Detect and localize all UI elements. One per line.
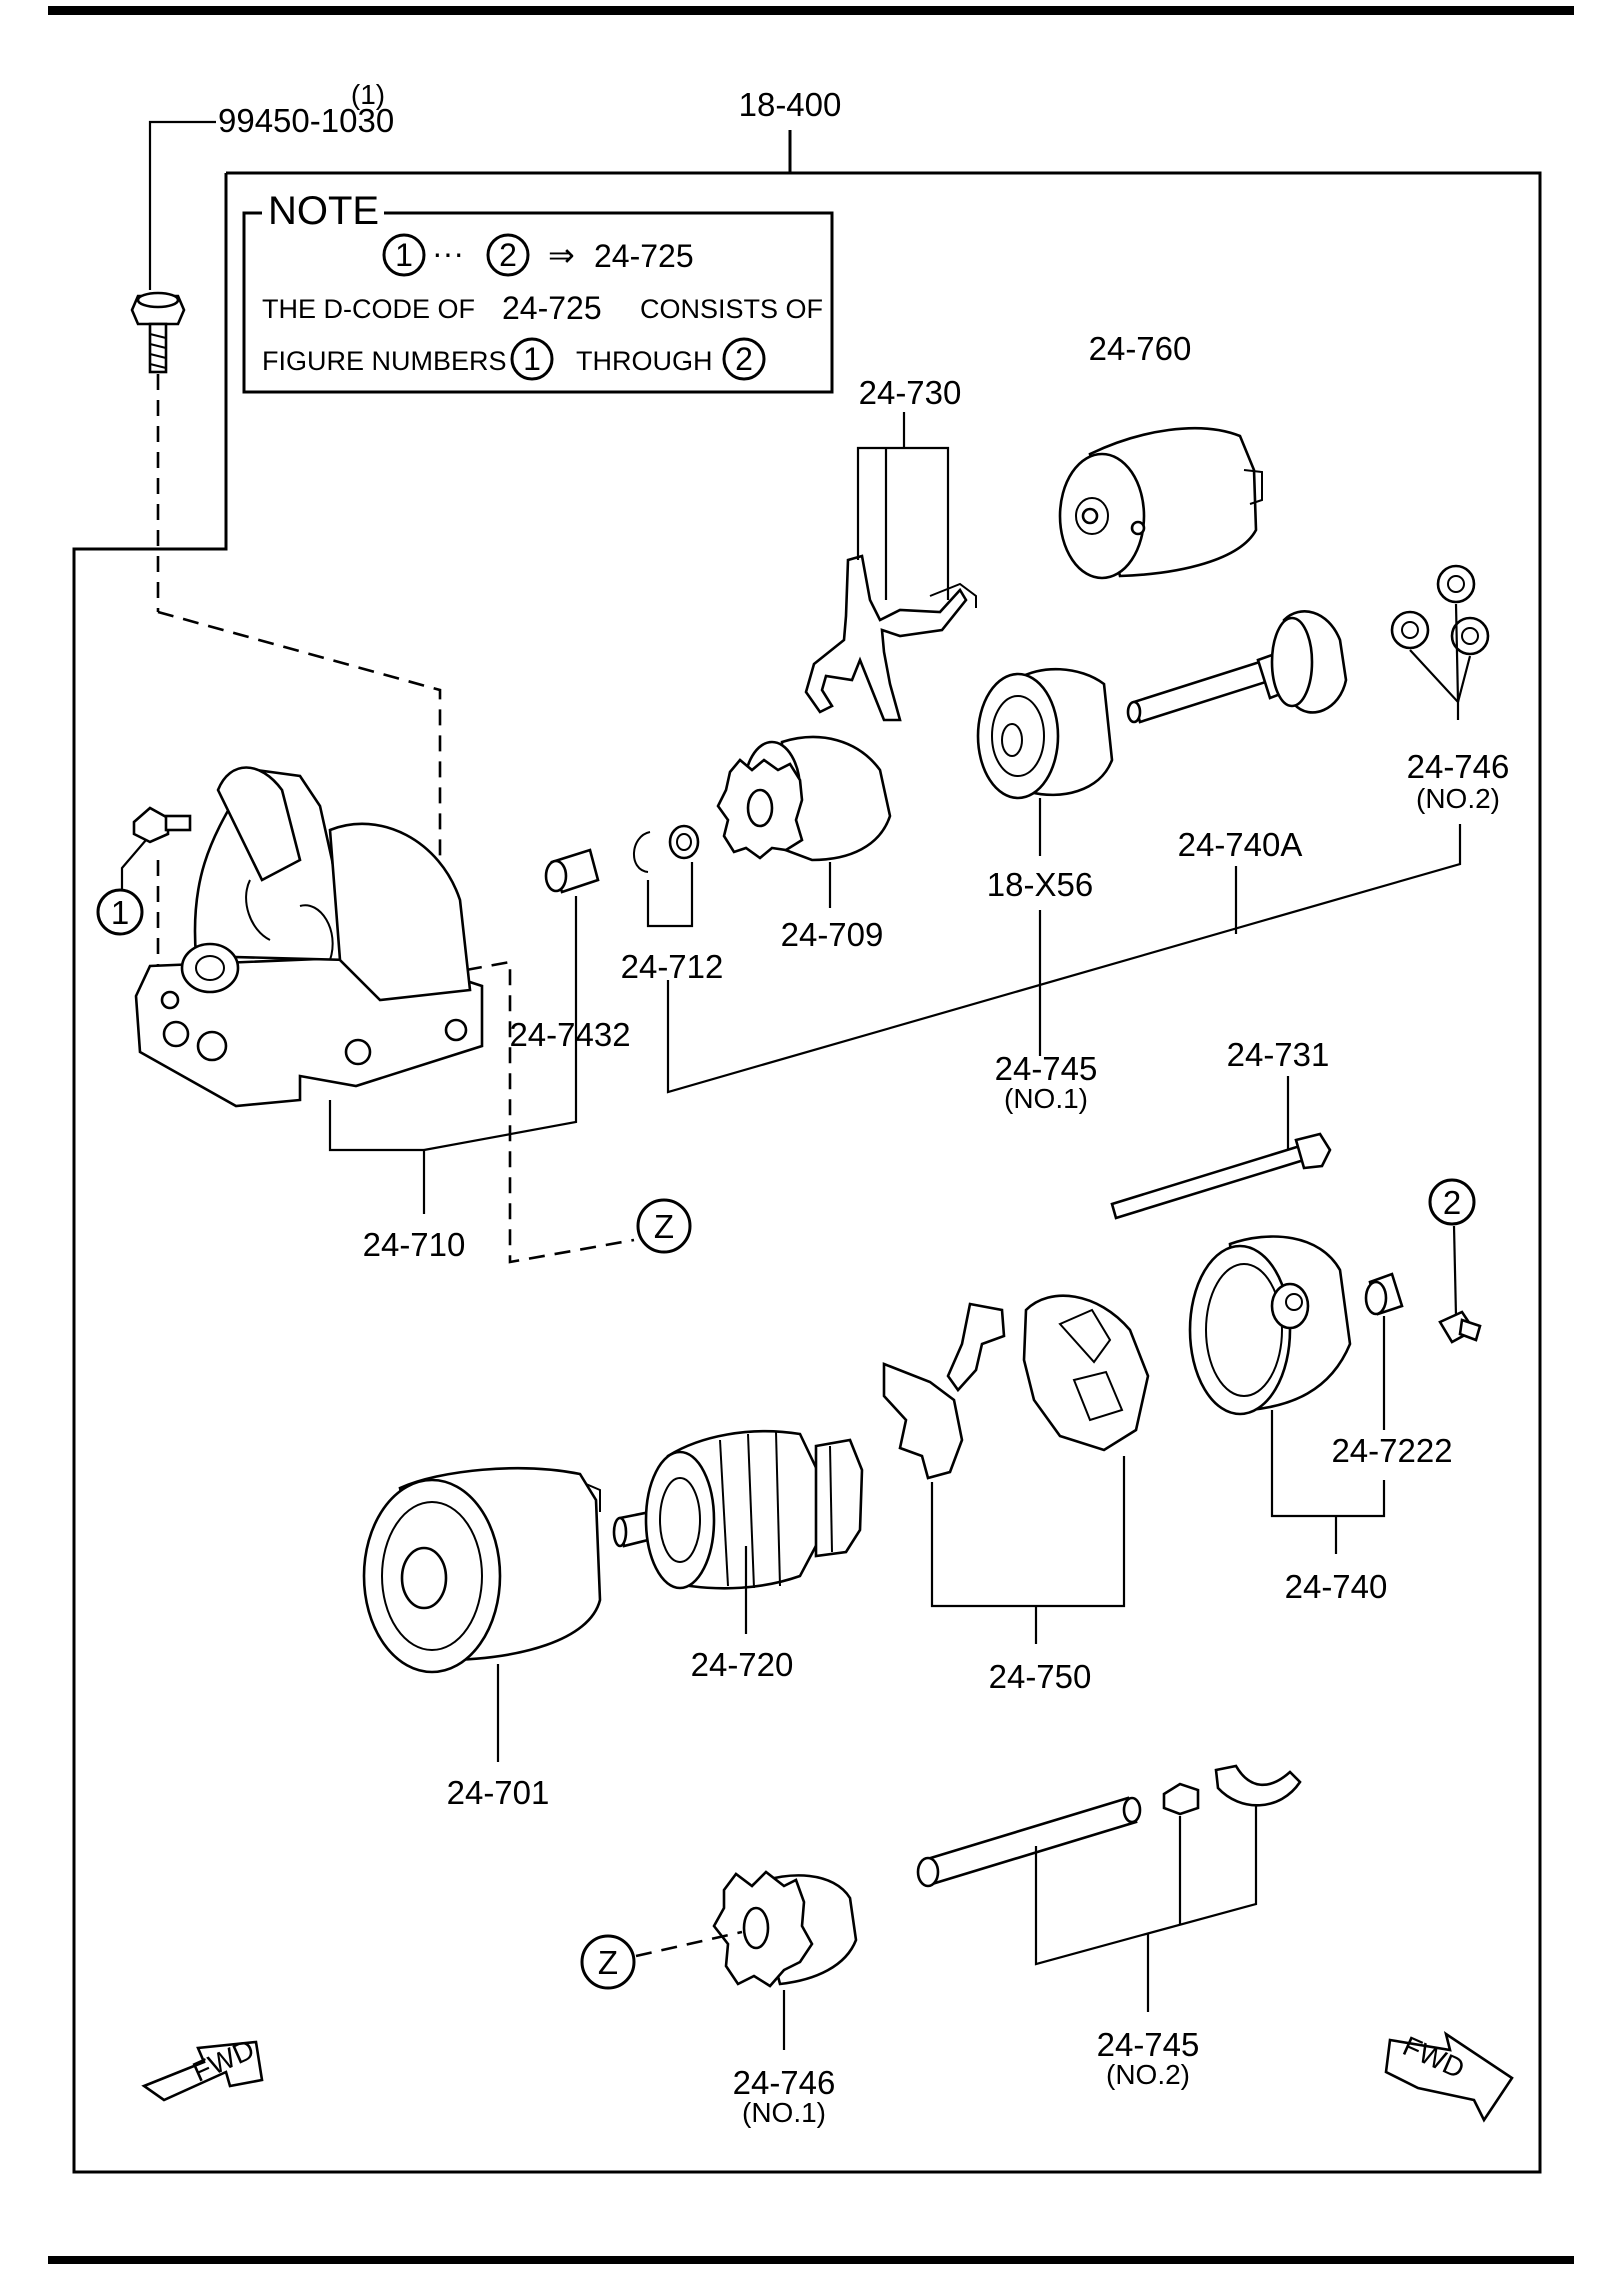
assembly-label: 18-400 xyxy=(739,86,842,123)
label-24-709: 24-709 xyxy=(781,916,884,953)
bolt-icon xyxy=(130,291,186,374)
label-18-X56: 18-X56 xyxy=(987,866,1093,903)
bushing-icon xyxy=(544,848,600,894)
callout-1: 1 xyxy=(96,806,192,936)
label-24-746-no1-sub: (NO.1) xyxy=(742,2097,826,2128)
brushes-icon xyxy=(882,1294,1150,1480)
end-bushing-icon xyxy=(1364,1272,1404,1316)
label-24-746-no1: 24-746 xyxy=(733,2064,836,2101)
note-box: NOTE 1 ··· 2 ⇒ 24-725 THE D-CODE OF 24-7… xyxy=(242,189,834,394)
top-rule xyxy=(48,6,1574,15)
label-24-746-no2: 24-746 xyxy=(1407,748,1510,785)
label-24-740A: 24-740A xyxy=(1178,826,1303,863)
svg-text:2: 2 xyxy=(735,341,753,377)
label-24-7222: 24-7222 xyxy=(1331,1432,1452,1469)
leader-24-745-no1 xyxy=(666,824,1462,1094)
note-title: NOTE xyxy=(268,189,379,233)
svg-text:CONSISTS OF: CONSISTS OF xyxy=(640,294,823,324)
holder-icon xyxy=(976,667,1114,800)
end-frame-icon xyxy=(1188,1235,1352,1416)
pinion-clutch-icon xyxy=(716,735,892,862)
label-24-746-no2-sub: (NO.2) xyxy=(1416,783,1500,814)
label-24-745-no2-sub: (NO.2) xyxy=(1106,2059,1190,2090)
bolt-part-label: 99450-1030 xyxy=(218,102,394,139)
leader-24-740 xyxy=(1270,1410,1386,1518)
svg-text:1: 1 xyxy=(111,894,129,931)
svg-text:FIGURE NUMBERS: FIGURE NUMBERS xyxy=(262,346,507,376)
svg-text:Z: Z xyxy=(654,1208,674,1245)
bolt-qty: (1) xyxy=(351,79,385,110)
yoke-icon xyxy=(362,1467,602,1674)
label-24-720: 24-720 xyxy=(691,1646,794,1683)
svg-text:24-725: 24-725 xyxy=(594,238,694,274)
svg-text:2: 2 xyxy=(1443,1184,1461,1221)
pinion-gear-icon xyxy=(712,1870,858,1988)
svg-text:Z: Z xyxy=(598,1944,618,1981)
clip-washer-icon xyxy=(633,824,700,873)
callout-2: 2 xyxy=(1428,1178,1482,1344)
shaft-set-icon xyxy=(916,1764,1302,1888)
label-24-701: 24-701 xyxy=(447,1774,550,1811)
callout-z-lower: Z xyxy=(580,1934,636,1990)
leader-24-712 xyxy=(646,862,694,928)
shift-lever-icon xyxy=(804,554,977,722)
leader-24-710 xyxy=(328,1060,578,1214)
bottom-rule xyxy=(48,2256,1574,2264)
assembly-frame xyxy=(72,171,1542,2174)
label-24-731: 24-731 xyxy=(1227,1036,1330,1073)
label-24-745-no1: 24-745 xyxy=(995,1050,1098,1087)
label-24-750: 24-750 xyxy=(989,1658,1092,1695)
through-bolt-icon xyxy=(1110,1132,1332,1220)
label-24-740: 24-740 xyxy=(1285,1568,1388,1605)
svg-text:1: 1 xyxy=(523,341,541,377)
label-24-710: 24-710 xyxy=(363,1226,466,1263)
solenoid-icon xyxy=(1058,426,1263,580)
fwd-arrow-right-icon: FWD xyxy=(1384,2030,1514,2123)
planetary-shaft-icon xyxy=(1126,610,1348,724)
bolt-leader xyxy=(148,120,216,290)
svg-text:24-725: 24-725 xyxy=(502,290,602,326)
label-24-712: 24-712 xyxy=(621,948,724,985)
label-24-730: 24-730 xyxy=(859,374,962,411)
leader-z-lower xyxy=(635,1930,743,1958)
drive-housing-icon xyxy=(134,766,484,1108)
svg-text:THE D-CODE OF: THE D-CODE OF xyxy=(262,294,475,324)
label-24-745-no1-sub: (NO.1) xyxy=(1004,1083,1088,1114)
leader-24-750 xyxy=(930,1456,1126,1608)
leader-24-745-no2 xyxy=(1034,1806,1258,1966)
label-24-745-no2: 24-745 xyxy=(1097,2026,1200,2063)
svg-text:THROUGH: THROUGH xyxy=(576,346,713,376)
callout-z-upper: Z xyxy=(636,1198,692,1254)
planetary-gears-icon xyxy=(1390,564,1490,720)
svg-text:···: ··· xyxy=(432,235,464,271)
svg-text:⇒: ⇒ xyxy=(548,237,575,273)
armature-icon xyxy=(612,1429,864,1590)
label-24-760: 24-760 xyxy=(1089,330,1192,367)
label-24-7432: 24-7432 xyxy=(509,1016,630,1053)
svg-text:2: 2 xyxy=(499,237,517,273)
svg-text:1: 1 xyxy=(395,237,413,273)
leader-24-730 xyxy=(856,446,950,600)
fwd-arrow-left-icon: FWD xyxy=(141,2033,264,2102)
